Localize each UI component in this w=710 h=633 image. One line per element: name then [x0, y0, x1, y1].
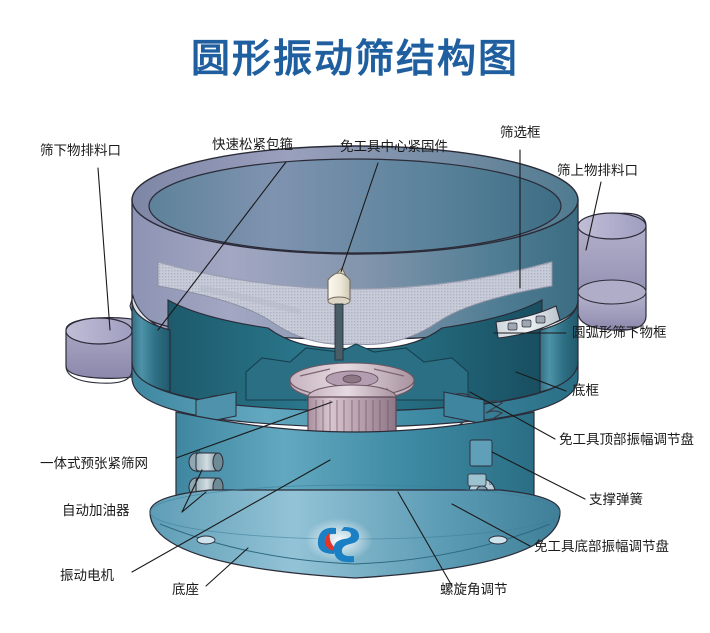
label-helix-angle-adjust: 螺旋角调节 — [440, 582, 508, 598]
machine-assembly: 036 — [65, 145, 647, 579]
label-base: 底座 — [172, 582, 199, 598]
leader-toolless-top-amplitude-dial — [469, 391, 556, 440]
leader-auto-oiler-lower — [181, 491, 207, 513]
label-toolless-top-amplitude-dial: 免工具顶部振幅调节盘 — [559, 432, 694, 448]
label-integrated-pretensioned-mesh: 一体式预张紧筛网 — [40, 456, 148, 472]
leader-integrated-pretensioned-mesh — [175, 401, 333, 459]
leader-toolless-bottom-amplitude-dial — [451, 503, 531, 547]
leader-quick-clamp-ring — [157, 161, 287, 331]
leader-over-screen-discharge — [585, 181, 602, 251]
leader-lines — [97, 149, 602, 587]
leader-support-spring — [491, 451, 586, 500]
label-over-screen-discharge: 筛上物排料口 — [557, 163, 638, 179]
svg-text:0: 0 — [489, 481, 492, 486]
leader-base — [205, 547, 249, 587]
base-bolt-left — [196, 535, 216, 545]
arc-under-screen-frame — [495, 305, 561, 339]
label-quick-clamp-ring: 快速松紧包箍 — [212, 137, 293, 153]
page-title: 圆形振动筛结构图 — [190, 37, 519, 82]
label-screening-frame: 筛选框 — [500, 125, 541, 141]
label-arc-under-screen-frame: 圆弧形筛下物框 — [572, 325, 667, 341]
top-rim-inner — [148, 158, 562, 254]
label-bottom-frame: 底框 — [572, 383, 599, 399]
label-toolless-center-fastener: 免工具中心紧固件 — [340, 139, 448, 155]
inspection-plate — [469, 439, 493, 467]
leader-auto-oiler-upper — [181, 469, 203, 513]
leader-under-screen-discharge — [97, 167, 111, 331]
leader-vibration-motor — [131, 459, 331, 573]
center-shaft — [334, 303, 344, 361]
label-under-screen-discharge: 筛下物排料口 — [40, 143, 121, 159]
leader-bottom-frame — [515, 371, 567, 392]
label-toolless-bottom-amplitude-dial: 免工具底部振幅调节盘 — [534, 539, 669, 555]
company-logo — [305, 518, 373, 563]
label-support-spring: 支撑弹簧 — [589, 492, 643, 508]
label-vibration-motor: 振动电机 — [60, 568, 114, 584]
base-bolt-right — [488, 535, 508, 545]
leader-toolless-center-fastener — [340, 162, 379, 273]
integrated-pretensioned-screen-mesh — [157, 261, 553, 345]
label-auto-oiler: 自动加油器 — [62, 503, 130, 519]
automatic-oiler-upper — [188, 452, 224, 472]
toolless-center-fastener — [327, 267, 351, 361]
leader-helix-angle-adjust — [397, 491, 453, 587]
